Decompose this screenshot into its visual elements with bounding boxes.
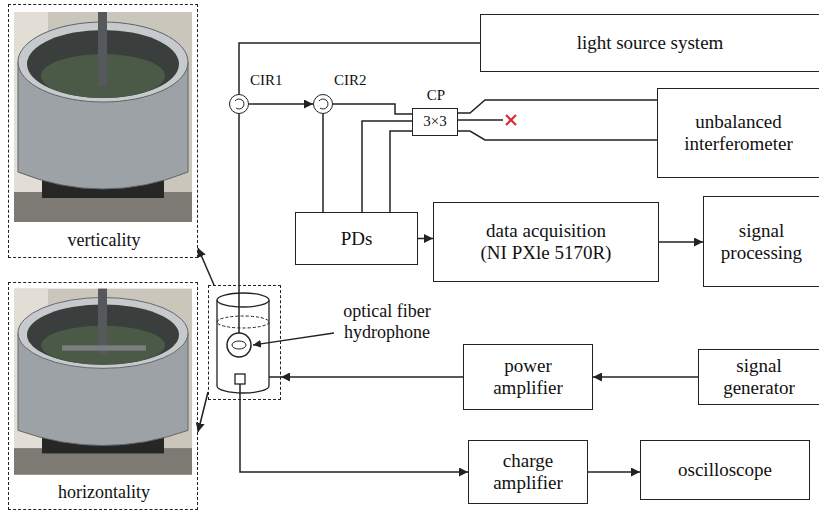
connector <box>239 43 480 94</box>
connector <box>362 121 412 212</box>
circulator: CIR1 <box>229 94 249 114</box>
node-label: unbalanced interferometer <box>679 111 799 155</box>
transducer-wire <box>239 384 241 400</box>
node-label: CP <box>413 87 459 104</box>
sensing-fiber <box>238 285 240 333</box>
node-label: oscilloscope <box>678 459 772 481</box>
process-box: light source system <box>480 14 819 72</box>
process-box: charge amplifier <box>468 440 588 504</box>
connector <box>390 131 412 212</box>
hydrophone-housing: optical fiber hydrophone <box>208 285 281 400</box>
process-box: data acquisition (NI PXle 5170R) <box>433 202 659 282</box>
connector <box>249 103 313 105</box>
node-label: signal processing <box>712 220 812 264</box>
connector <box>593 376 698 378</box>
connector <box>458 131 657 140</box>
drive-wire <box>269 376 281 378</box>
horizontality-photo <box>14 289 192 475</box>
node-label: optical fiber hydrophone <box>327 301 447 342</box>
process-box: unbalanced interferometer <box>657 88 819 178</box>
sphere-detail <box>232 341 246 349</box>
node-label: CIR1 <box>250 72 283 89</box>
connector <box>281 376 463 378</box>
unused-port <box>458 119 503 121</box>
connector <box>588 471 640 473</box>
process-box: oscilloscope <box>640 440 810 500</box>
connector <box>458 100 657 113</box>
connector <box>322 114 324 212</box>
sensing-sphere <box>227 333 251 357</box>
process-box: PDs <box>295 212 418 265</box>
cylinder-section <box>217 316 269 328</box>
connector <box>418 238 433 240</box>
node-label: data acquisition (NI PXle 5170R) <box>474 220 619 264</box>
node-label: charge amplifier <box>483 450 573 494</box>
process-box: signal processing <box>703 196 819 287</box>
photo-panel: verticality <box>8 4 198 258</box>
verticality-photo <box>14 12 192 222</box>
connector <box>238 114 240 285</box>
coupler-box: CP3×3 <box>412 108 458 136</box>
connector <box>240 400 468 472</box>
reference-transducer <box>235 374 245 384</box>
circulator: CIR2 <box>313 94 333 114</box>
hydrophone-cylinder <box>217 300 269 393</box>
connector <box>333 104 412 114</box>
leader-line <box>253 333 334 345</box>
cylinder-top <box>217 293 269 307</box>
node-label: 3×3 <box>423 113 446 130</box>
node-label: signal generator <box>714 355 804 399</box>
connectors <box>198 43 703 472</box>
node-label: verticality <box>9 230 199 251</box>
process-box: power amplifier <box>463 344 593 410</box>
circulator-arc <box>235 99 244 109</box>
photo-panel: horizontality <box>8 282 198 510</box>
horizontality-tank <box>14 289 192 475</box>
terminated-mark <box>506 115 516 125</box>
node-label: horizontality <box>9 482 199 503</box>
node-label: power amplifier <box>483 355 573 399</box>
node-label: CIR2 <box>334 72 367 89</box>
node-label: light source system <box>577 32 724 54</box>
process-box: signal generator <box>698 349 819 405</box>
connector <box>659 241 703 243</box>
horizontal-sensor <box>62 345 146 350</box>
node-label: PDs <box>341 228 373 250</box>
connector <box>198 392 208 432</box>
connector <box>198 248 214 285</box>
circulator-arc <box>319 99 328 109</box>
